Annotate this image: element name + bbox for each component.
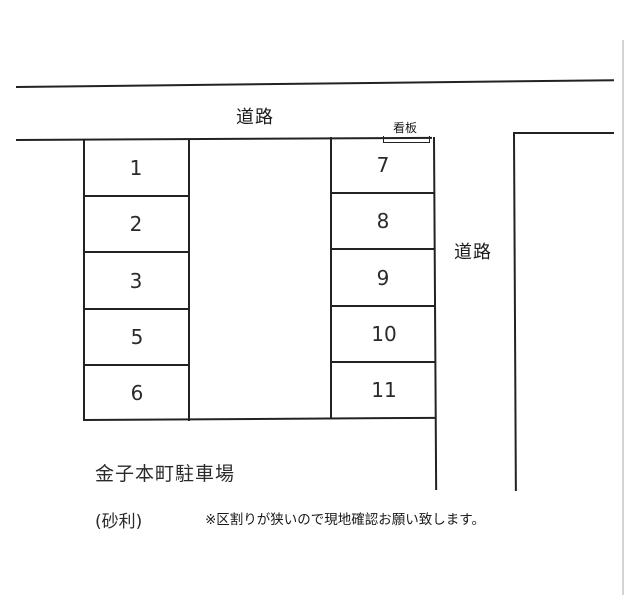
road-top-upper-edge — [15, 79, 614, 88]
scan-page-edge — [622, 40, 624, 595]
parking-space-7: 7 — [376, 153, 390, 177]
parking-space-10: 10 — [371, 322, 397, 346]
road-top-lower-edge-right — [513, 132, 614, 134]
road-top-lower-edge-left — [15, 136, 432, 141]
note-text: ※区割りが狭いので現地確認お願い致します。 — [205, 512, 485, 528]
parking-space-11: 11 — [371, 378, 397, 402]
parking-space-6: 6 — [130, 381, 144, 405]
lot-bottom-boundary — [83, 416, 436, 421]
road-label-top: 道路 — [236, 107, 274, 128]
road-label-right: 道路 — [454, 242, 492, 263]
parking-space-3: 3 — [129, 269, 143, 293]
parking-space-1: 1 — [129, 156, 143, 180]
parking-space-2: 2 — [129, 212, 143, 236]
signboard-label: 看板 — [393, 121, 418, 135]
parking-space-5: 5 — [130, 325, 144, 349]
parking-space-9: 9 — [376, 266, 390, 290]
road-right-far-edge — [513, 132, 517, 492]
parking-lot-title: 金子本町駐車場 — [95, 463, 236, 485]
surface-type: (砂利) — [95, 512, 143, 532]
signboard — [383, 136, 430, 143]
parking-space-8: 8 — [376, 209, 390, 233]
